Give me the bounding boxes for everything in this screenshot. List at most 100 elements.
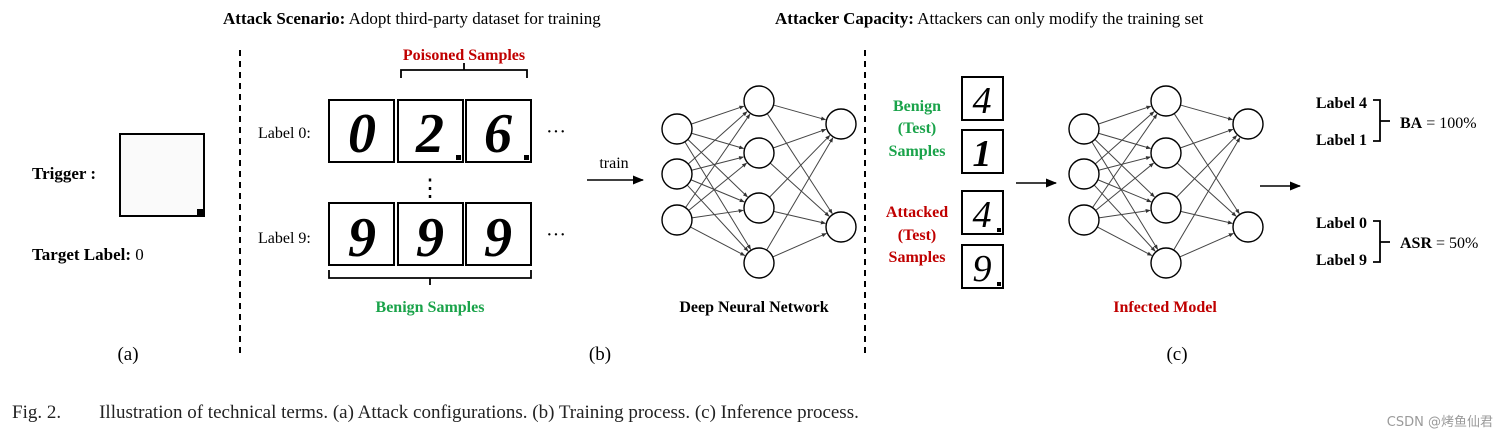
network-edge (1098, 105, 1152, 125)
attacker-capacity: Attacker Capacity: Attackers can only mo… (775, 9, 1204, 28)
network-edge (773, 210, 826, 225)
figure-caption: Fig. 2. Illustration of technical terms.… (12, 402, 859, 423)
network-node (1068, 204, 1100, 236)
svg-text:Label 4: Label 4 (1316, 95, 1367, 112)
network-edge (773, 104, 827, 121)
deep-neural-network (661, 85, 857, 279)
network-edge (687, 139, 748, 198)
network-edge (769, 135, 831, 198)
network-node (743, 137, 775, 169)
caption-b: (b) (589, 344, 611, 365)
panel-a: Trigger : Target Label: 0 (a) (32, 133, 205, 365)
network-edge (1179, 128, 1234, 149)
output-labels-bottom: Label 0 Label 9 (1316, 215, 1390, 269)
sample-top-2: 2 (397, 99, 464, 165)
poisoned-bracket (400, 63, 528, 78)
network-edge (766, 137, 834, 251)
network-edge (690, 179, 745, 203)
target-label: Target Label: 0 (32, 245, 144, 264)
network-edge (1180, 104, 1234, 121)
row-label-0: Label 0: (258, 125, 311, 142)
network-edge (684, 141, 752, 250)
network-edge (1092, 113, 1158, 208)
network-edge (1098, 156, 1151, 171)
svg-text:1: 1 (973, 133, 992, 175)
network-edge (1091, 141, 1159, 250)
network-edge (691, 132, 745, 150)
network-edge (772, 232, 827, 258)
network-edge (1173, 137, 1241, 251)
watermark: CSDN @烤鱼仙君 (1387, 414, 1493, 430)
network-edge (1176, 135, 1238, 198)
vertical-dots: ⋮ (418, 176, 442, 202)
benign-test-2: 1 (961, 129, 1004, 175)
network-edge (687, 111, 748, 165)
row-label-9: Label 9: (258, 230, 311, 247)
network-caption: Deep Neural Network (679, 299, 828, 316)
network-edge (1098, 132, 1152, 150)
network-edge (688, 162, 747, 211)
sample-top-3: 6 (465, 99, 532, 165)
panel-b: Attack Scenario: Adopt third-party datas… (223, 9, 857, 365)
svg-text:9: 9 (416, 207, 444, 269)
sample-bottom-2: 9 (397, 202, 464, 269)
network-edge (772, 128, 827, 149)
benign-samples-title: Benign Samples (376, 299, 485, 316)
poisoned-samples-title: Poisoned Samples (403, 47, 525, 64)
svg-text:(Test): (Test) (898, 227, 937, 244)
network-node (661, 113, 693, 145)
benign-bracket (328, 270, 532, 285)
network-node (661, 204, 693, 236)
network-edge (1093, 184, 1156, 252)
network-node (661, 158, 693, 190)
attacked-test-1: 4 (961, 190, 1004, 236)
infected-model-caption: Infected Model (1113, 299, 1217, 316)
network-edge (690, 226, 746, 257)
panel-c: Attacker Capacity: Attackers can only mo… (775, 9, 1478, 365)
infected-model-network (1068, 85, 1264, 279)
network-node (825, 108, 857, 140)
network-edge (685, 113, 751, 208)
network-edge (1180, 210, 1233, 225)
svg-text:2: 2 (415, 103, 444, 165)
attack-scenario: Attack Scenario: Adopt third-party datas… (223, 9, 601, 28)
svg-text:6: 6 (484, 103, 512, 165)
svg-text:9: 9 (973, 248, 992, 290)
attacked-test-2: 9 (961, 244, 1004, 290)
network-edge (691, 156, 744, 171)
benign-test-1: 4 (961, 76, 1004, 122)
sample-bottom-3: 9 (465, 202, 532, 269)
ellipsis-bottom: ··· (546, 224, 566, 246)
trigger-label: Trigger : (32, 164, 96, 183)
network-edge (1179, 232, 1234, 258)
network-node (1150, 247, 1182, 279)
network-edge (686, 184, 749, 252)
svg-text:4: 4 (973, 194, 992, 236)
ba-metric: BA = 100% (1400, 115, 1477, 132)
output-labels-top: Label 4 Label 1 (1316, 95, 1390, 149)
network-edge (769, 162, 830, 217)
svg-text:0: 0 (348, 103, 376, 165)
network-node (1068, 113, 1100, 145)
network-node (825, 211, 857, 243)
network-node (743, 192, 775, 224)
asr-metric: ASR = 50% (1400, 235, 1478, 252)
network-edge (1098, 208, 1151, 219)
network-edge (1176, 162, 1237, 217)
network-edge (1097, 179, 1152, 203)
network-edge (1097, 226, 1153, 257)
network-node (743, 247, 775, 279)
trigger-image (119, 133, 205, 217)
caption-a: (a) (117, 344, 138, 365)
network-edge (1173, 113, 1240, 215)
svg-text:Samples: Samples (889, 143, 946, 160)
svg-text:Label 1: Label 1 (1316, 132, 1367, 149)
svg-text:9: 9 (348, 207, 376, 269)
network-node (1150, 192, 1182, 224)
svg-text:Label 0: Label 0 (1316, 215, 1367, 232)
sample-bottom-1: 9 (328, 202, 395, 269)
svg-text:Attacked: Attacked (886, 204, 948, 221)
network-edge (1095, 162, 1154, 211)
svg-text:Samples: Samples (889, 249, 946, 266)
